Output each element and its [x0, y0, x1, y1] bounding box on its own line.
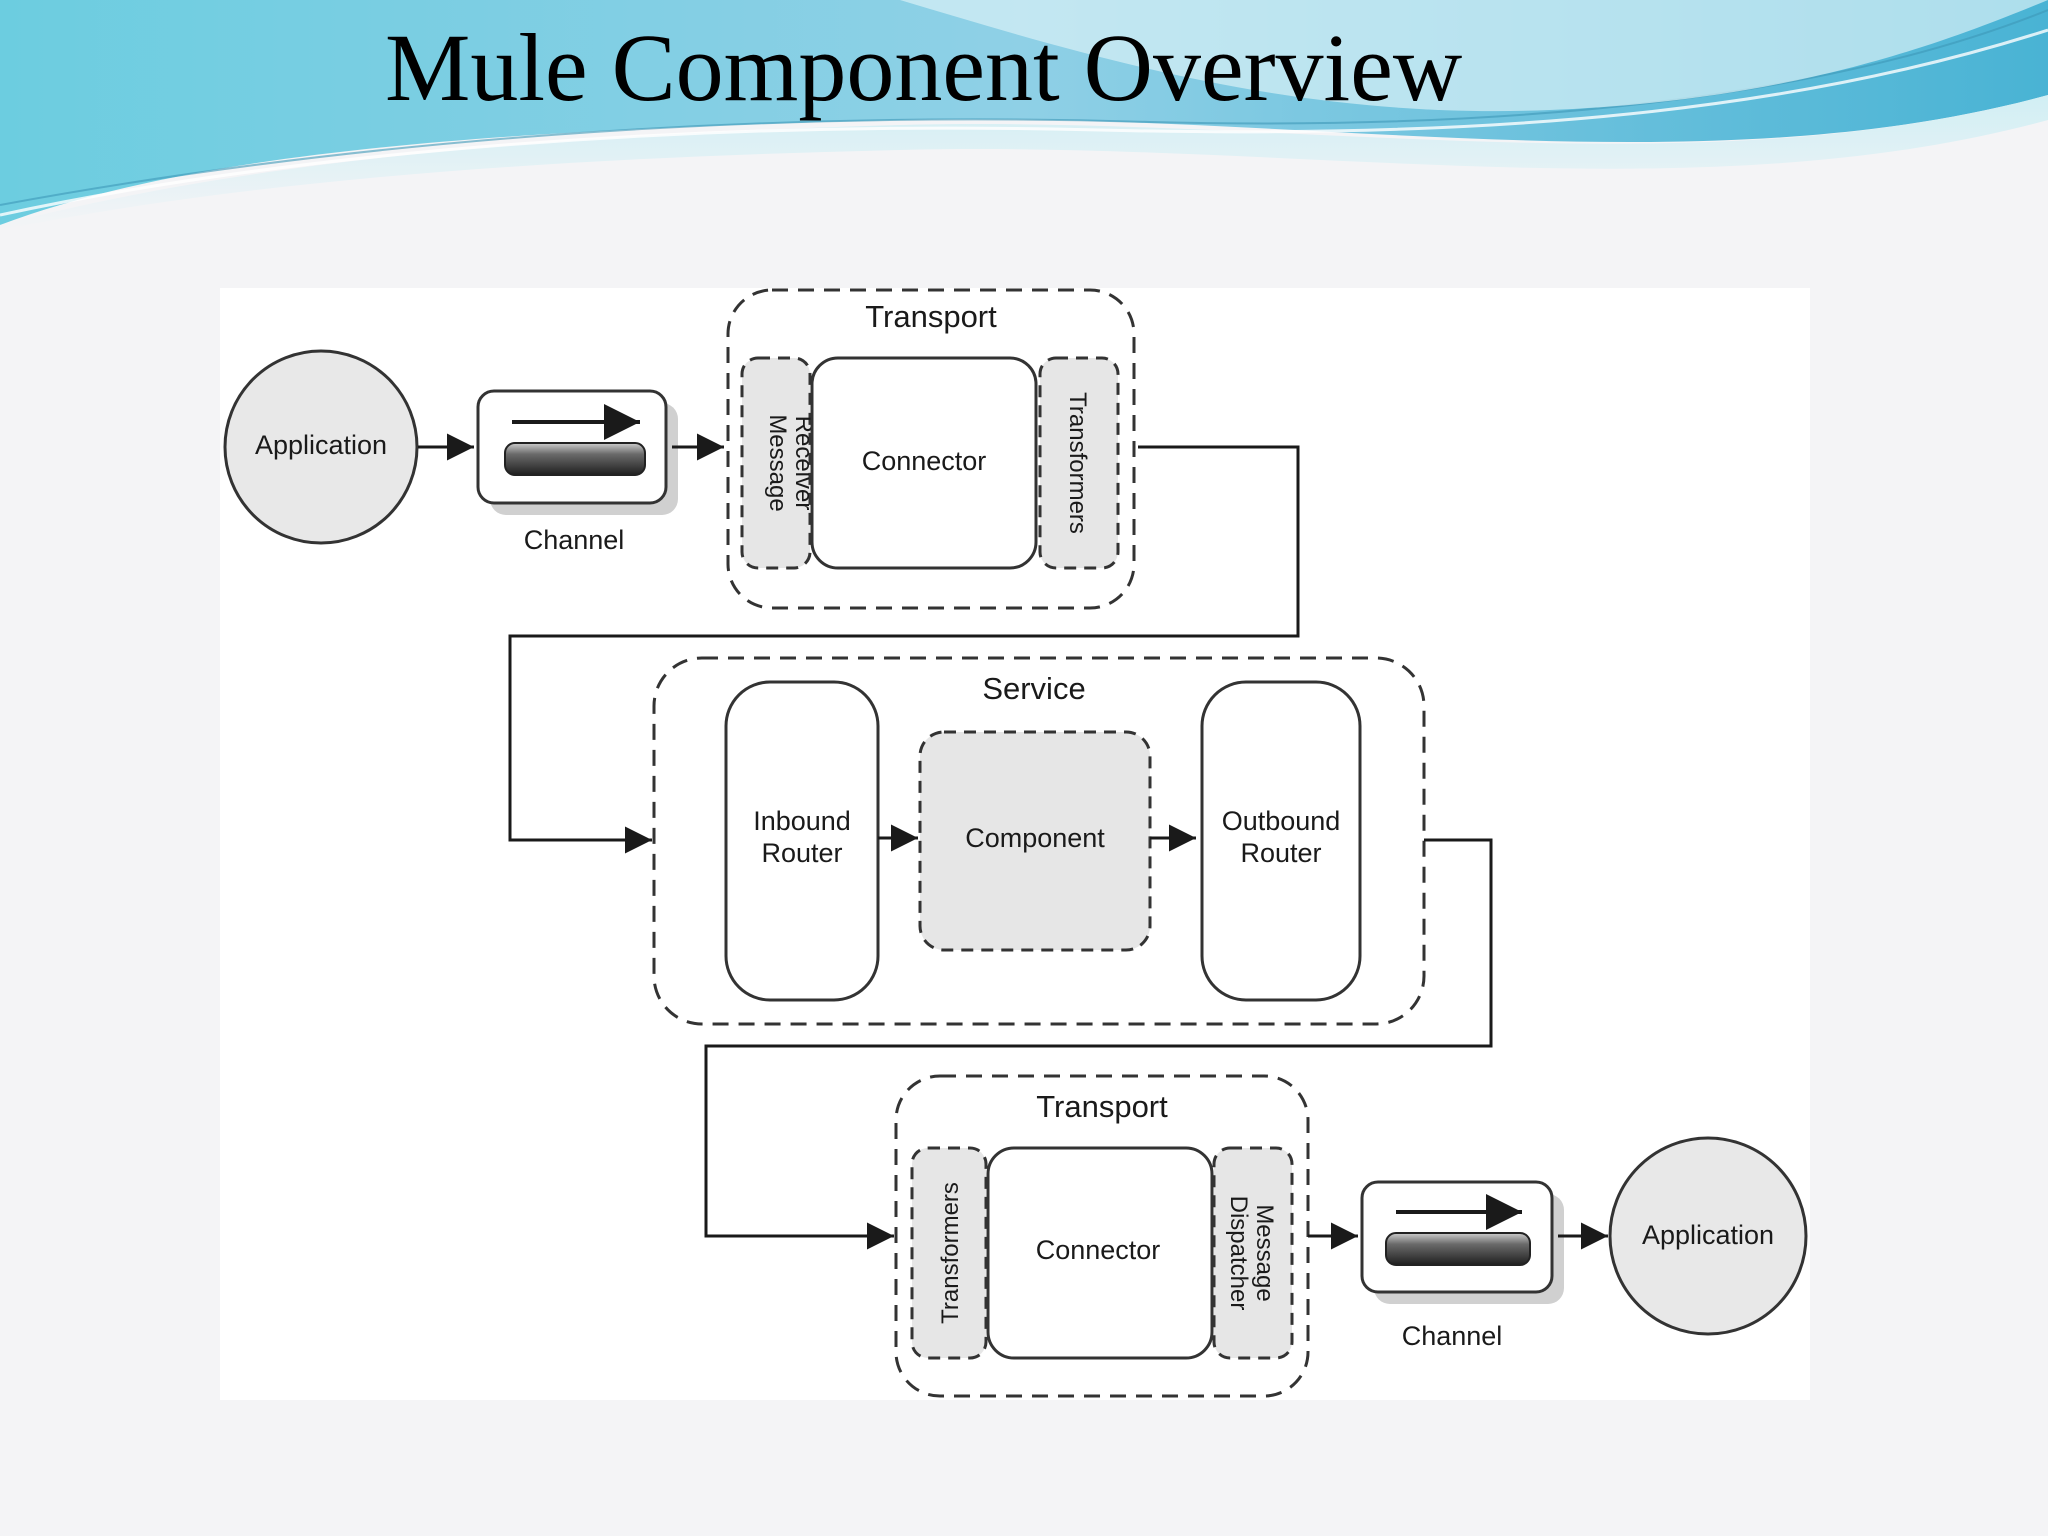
- outbound-router-line1: Outbound: [1222, 806, 1341, 836]
- top-transport-title: Transport: [865, 299, 997, 334]
- component-box: [918, 730, 1152, 952]
- header-wave: [0, 0, 2048, 230]
- message-receiver-box: [740, 356, 812, 570]
- top-connector-box: [810, 356, 1038, 570]
- top-transport-box: [726, 288, 1136, 610]
- inbound-router-line2: Router: [761, 838, 842, 868]
- bottom-connector-label: Connector: [1036, 1235, 1161, 1265]
- top-transformers-box: [1038, 356, 1120, 570]
- service-title: Service: [982, 671, 1085, 706]
- component-label: Component: [965, 823, 1105, 853]
- arrow-transport-to-service: [508, 445, 1300, 854]
- bottom-transformers-box: [910, 1146, 988, 1360]
- outbound-router-line2: Router: [1240, 838, 1321, 868]
- bottom-application-node: [1608, 1136, 1808, 1336]
- slide-title: Mule Component Overview: [385, 14, 1463, 121]
- top-transformers-label: Transformers: [1064, 392, 1091, 534]
- top-channel-node: [476, 389, 678, 515]
- top-application-node: [223, 349, 419, 545]
- outbound-router-box: [1200, 680, 1362, 1002]
- bottom-channel-label: Channel: [1402, 1321, 1503, 1351]
- bottom-channel-node: [1360, 1180, 1564, 1304]
- message-dispatcher-box: [1212, 1146, 1294, 1360]
- message-dispatcher-line1: Message: [1251, 1204, 1278, 1301]
- bottom-transport-title: Transport: [1036, 1089, 1168, 1124]
- bottom-application-label: Application: [1642, 1220, 1774, 1250]
- message-dispatcher-line2: Dispatcher: [1225, 1196, 1252, 1311]
- inbound-router-box: [724, 680, 880, 1002]
- inbound-router-line1: Inbound: [753, 806, 851, 836]
- top-application-label: Application: [255, 430, 387, 460]
- top-channel-label: Channel: [524, 525, 625, 555]
- bottom-transformers-label: Transformers: [937, 1182, 964, 1324]
- bottom-connector-box: [986, 1146, 1214, 1360]
- message-receiver-line1: Message: [764, 414, 791, 511]
- arrow-service-to-transport: [704, 838, 1493, 1250]
- top-connector-label: Connector: [862, 446, 987, 476]
